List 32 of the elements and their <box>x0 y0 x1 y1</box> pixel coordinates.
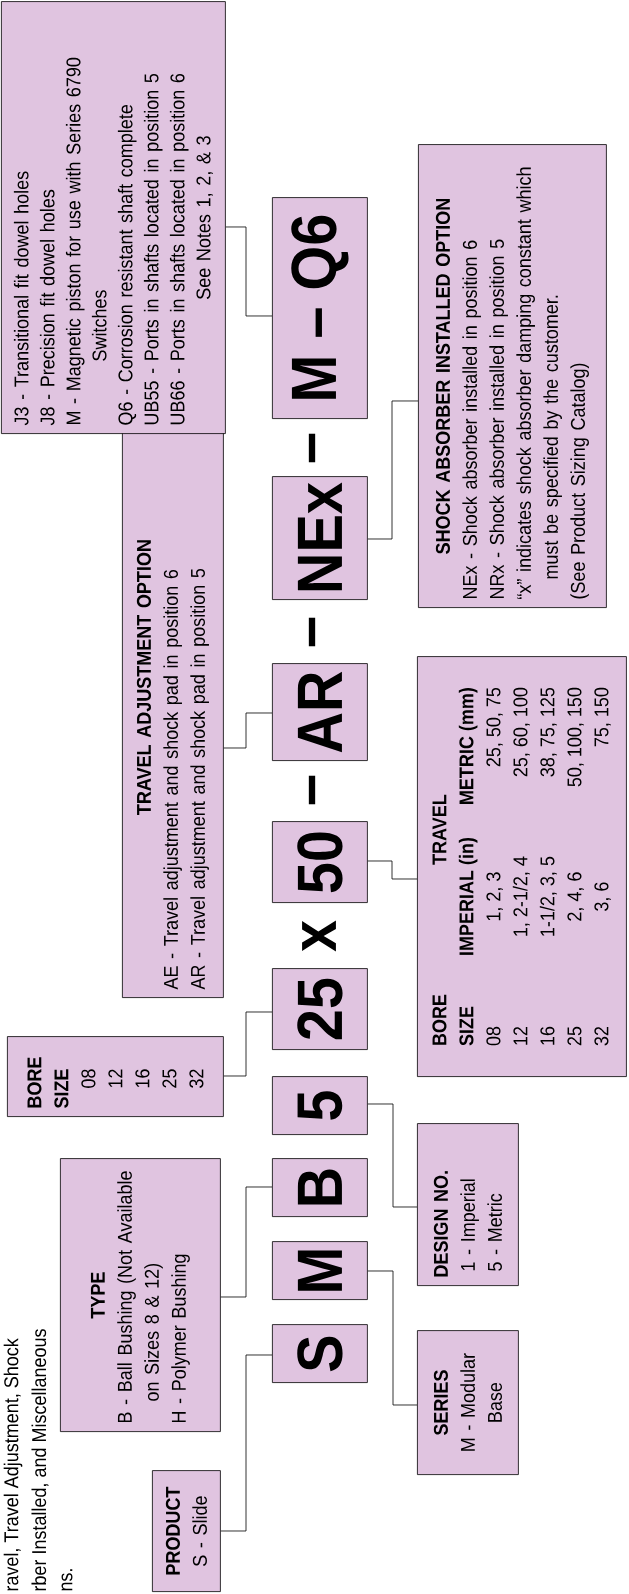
separator-mark: – <box>308 775 316 805</box>
option-box: SERIES M - Modular Base <box>417 1330 519 1475</box>
connector-line <box>223 1011 273 1077</box>
code-box: AR <box>272 663 368 761</box>
note-text: rber Installed, and Miscellaneous <box>31 1329 49 1591</box>
option-box: PRODUCT S - Slide <box>152 1470 221 1592</box>
connector-line <box>367 400 419 540</box>
connector-line <box>367 1103 418 1208</box>
connector-line <box>220 1354 273 1532</box>
note-text: ravel, Travel Adjustment, Shock <box>3 1338 23 1591</box>
code-box: S <box>272 1324 368 1383</box>
separator-mark: – <box>308 433 316 463</box>
connector-line <box>367 1270 418 1406</box>
code-box: M <box>272 1241 368 1300</box>
separator-mark: x <box>302 920 336 952</box>
code-box: NEx <box>272 476 368 600</box>
code-box: B <box>272 1158 368 1217</box>
option-box: J3 - Transitional fit dowel holes J8 - Precision fit dowel holes M - Magnetic piston for use with Series 6790 Switches Q6 - Corrosion resistant shaft complete UB55 - Ports in shafts located in position 5 UB66 - Ports in shafts located in position 6 See Notes 1, 2, & 3 <box>1 1 226 434</box>
code-box: 5 <box>272 1076 368 1135</box>
connector-line <box>367 860 418 880</box>
option-box: BORE SIZE 08 12 16 25 32 <box>7 1036 224 1117</box>
connector-line <box>225 226 273 317</box>
connector-line <box>223 712 273 749</box>
code-box: 25 <box>272 968 368 1050</box>
option-box: SHOCK ABSORBER INSTALLED OPTION NEx - Shock absorber installed in position 6 NRx - Shock absorber installed in position 5 “x” indicates shock absorber damping constant which must be specified by the customer. (See Product Sizing Catalog) <box>418 144 607 608</box>
code-box: M – Q6 <box>272 197 368 419</box>
option-box: TYPE B - Ball Bushing (Not Available on Sizes 8 & 12) H - Polymer Bushing <box>60 1158 221 1432</box>
option-box: DESIGN NO. 1 - Imperial 5 - Metric <box>417 1123 519 1286</box>
note-text: ns. <box>61 1569 73 1591</box>
code-box: 50 <box>272 821 368 903</box>
connector-line <box>220 1186 273 1298</box>
separator-mark: – <box>308 617 316 647</box>
